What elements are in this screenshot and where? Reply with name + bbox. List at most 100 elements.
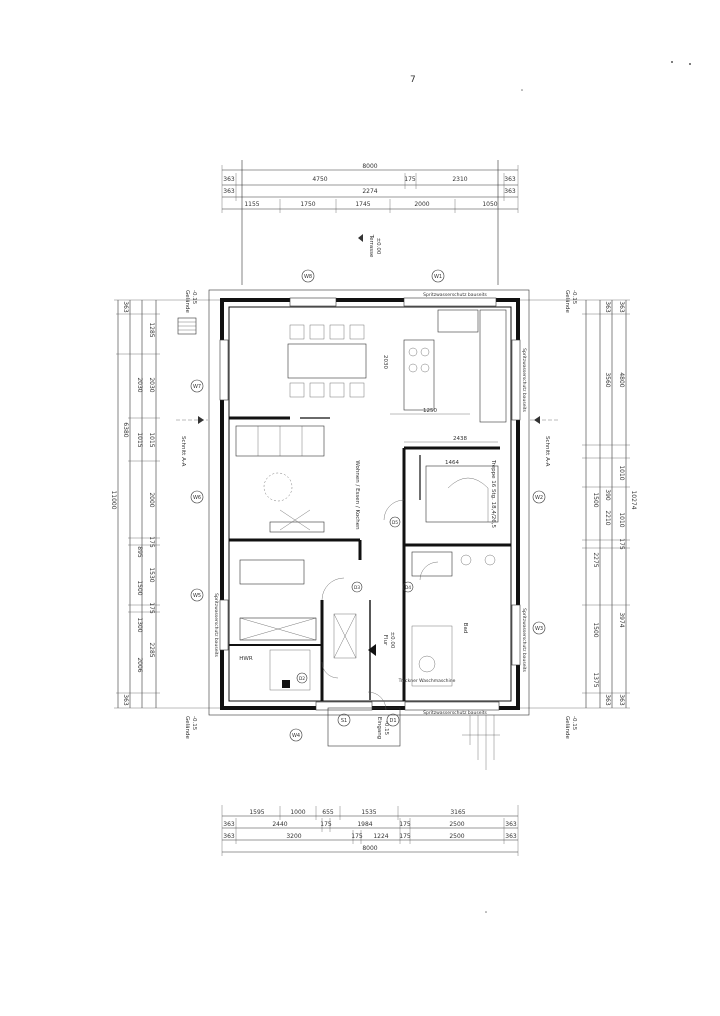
right-dim: 3560 [604, 372, 611, 387]
treppe-label: Treppe 16 Stg. 18,4/26,5 [490, 459, 496, 528]
stair-run [447, 477, 489, 522]
right-gutter-note-2: Spritzwasserschutz bauseits [521, 608, 527, 672]
bathtub [411, 551, 453, 577]
bottom-dimension-chain: 1595 1000 655 1535 3165 363 2440 175 198… [221, 805, 519, 856]
top-dim: 363 [223, 176, 235, 183]
top-mark: 7 [410, 75, 416, 85]
bottom-dim: 2500 [449, 821, 464, 828]
tv-board [269, 521, 325, 533]
basin [484, 554, 496, 566]
gelaende-tl-level: -0.15 [191, 290, 197, 305]
right-dim: 1010 [618, 512, 625, 527]
bottom-dim: 175 [320, 821, 332, 828]
kitchen-island [403, 339, 435, 411]
bottom-dim: 1000 [290, 809, 305, 816]
bottom-dim: 363 [505, 821, 517, 828]
bottom-dim: 1984 [357, 821, 372, 828]
gelaende-tr-level: -0.15 [571, 290, 577, 305]
bottom-dim: 3165 [450, 809, 465, 816]
flur-label: Flur [382, 635, 388, 646]
left-dim: 895 [136, 546, 143, 558]
right-dim: 3974 [618, 612, 625, 627]
left-dim: 6380 [122, 422, 129, 437]
right-dim: 1375 [592, 672, 599, 687]
staircase [425, 465, 499, 523]
top-dim: 2310 [452, 176, 467, 183]
top-dim: 1745 [355, 201, 370, 208]
window-right-1 [511, 339, 521, 421]
right-dim: 4800 [618, 372, 625, 387]
left-dim: 1015 [136, 432, 143, 447]
eingang-level: -0.15 [383, 721, 389, 736]
bottom-dim: 2440 [272, 821, 287, 828]
right-gutter-note-1: Spritzwasserschutz bauseits [521, 348, 527, 412]
entrance-arrow-icon [368, 644, 376, 656]
left-dim: 2285 [148, 642, 155, 657]
scan-speck [521, 89, 523, 91]
right-dim: 1500 [592, 622, 599, 637]
scan-speck [671, 61, 673, 63]
axis-w1: W1 [434, 274, 442, 280]
right-dim: 363 [604, 694, 611, 706]
section-arrow-icon [534, 416, 540, 424]
right-dim: 1500 [592, 492, 599, 507]
left-dim: 175 [148, 602, 155, 614]
wohnen-label: Wohnen / Essen / Kochen [354, 460, 360, 530]
entrance-platform [327, 707, 401, 747]
section-markers: Schnitt A-A Schnitt A-A [176, 416, 560, 467]
left-dim: 363 [122, 301, 129, 313]
bottom-dim: 3200 [286, 833, 301, 840]
table-dim: 2030 [382, 355, 388, 369]
left-dimension-chain [114, 299, 222, 709]
top-dim: 2274 [362, 188, 377, 195]
window-bottom [404, 701, 500, 711]
wardrobe [333, 613, 357, 659]
basin [460, 554, 472, 566]
top-gutter-note: Spritzwasserschutz bauseits [423, 292, 487, 298]
door-d1: D1 [389, 718, 396, 724]
left-dim: 2030 [136, 377, 143, 392]
shower [411, 625, 453, 687]
section-arrow-icon [198, 416, 204, 424]
left-dim: 1285 [148, 322, 155, 337]
right-dim: 363 [618, 301, 625, 313]
axis-w8: W8 [304, 274, 312, 280]
entrance-opening [315, 701, 373, 711]
axis-w7: W7 [193, 384, 201, 390]
eingang-label: Eingang [376, 717, 382, 739]
left-dim: 1015 [148, 432, 155, 447]
kitchen-dim: 2438 [453, 436, 467, 442]
kitchen-sink [437, 309, 479, 333]
gelaende-bl-level: -0.15 [191, 716, 197, 731]
shelf [239, 617, 317, 641]
toilet [418, 655, 436, 673]
left-dim: 11000 [110, 490, 117, 509]
gelaende-bl: Gelände [184, 716, 190, 740]
top-dim: 1750 [300, 201, 315, 208]
axis-w6: W6 [193, 495, 201, 501]
bottom-dim: 363 [223, 821, 235, 828]
bottom-dim: 1595 [249, 809, 264, 816]
desk [239, 559, 305, 585]
door-swings [321, 499, 439, 711]
top-dimension-chain: 8000 363 4750 175 2310 363 363 2274 363 … [221, 160, 519, 285]
top-dim: 363 [504, 176, 516, 183]
door-d2: D2 [299, 676, 305, 682]
dining-chairs [289, 324, 365, 398]
right-dim: 363 [618, 694, 625, 706]
window-top-1 [289, 297, 337, 307]
scan-speck [485, 911, 487, 913]
bottom-dim: 655 [322, 809, 334, 816]
bottom-dim: 175 [399, 821, 411, 828]
top-dim: 363 [223, 188, 235, 195]
window-top-2 [403, 297, 497, 307]
hwr-label: HWR [239, 656, 253, 662]
bottom-total: 8000 [362, 845, 377, 852]
stair-dim: 1464 [445, 460, 459, 466]
right-dim: 363 [604, 301, 611, 313]
window-left-1 [219, 339, 229, 401]
coffee-table [263, 472, 293, 502]
window-left-2 [219, 599, 229, 651]
spritzwasser-border [208, 289, 530, 716]
scan-speck [689, 63, 691, 65]
